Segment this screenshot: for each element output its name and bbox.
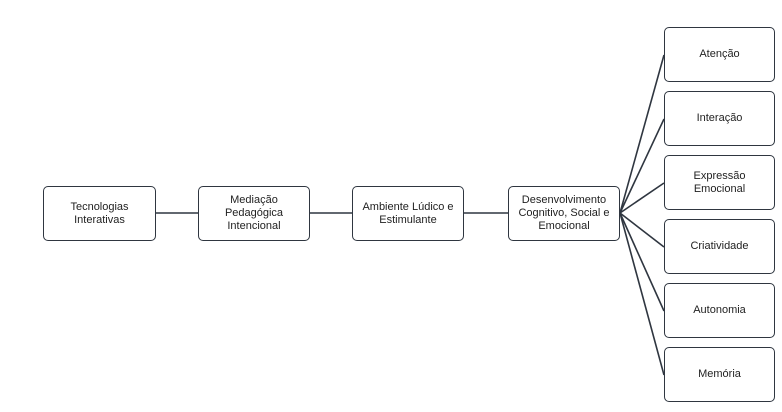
connector-to-expressao-emocional bbox=[619, 182, 665, 214]
node-mediacao-pedagogica-intencional: Mediação Pedagógica Intencional bbox=[198, 186, 310, 241]
outcome-memoria: Memória bbox=[664, 347, 775, 402]
node-ambiente-ludico-estimulante: Ambiente Lúdico e Estimulante bbox=[352, 186, 464, 241]
outcome-atencao: Atenção bbox=[664, 27, 775, 82]
outcome-autonomia: Autonomia bbox=[664, 283, 775, 338]
node-tecnologias-interativas: Tecnologias Interativas bbox=[43, 186, 156, 241]
connector-to-autonomia bbox=[619, 212, 665, 312]
outcome-expressao-emocional: Expressão Emocional bbox=[664, 155, 775, 210]
outcome-interacao: Interação bbox=[664, 91, 775, 146]
connector-to-criatividade bbox=[619, 212, 665, 248]
connector-to-interacao bbox=[619, 118, 665, 214]
connector-to-atencao bbox=[619, 54, 665, 214]
outcome-criatividade: Criatividade bbox=[664, 219, 775, 274]
node-desenvolvimento-cognitivo-social-emocional: Desenvolvimento Cognitivo, Social e Emoc… bbox=[508, 186, 620, 241]
connector-to-memoria bbox=[619, 212, 665, 376]
